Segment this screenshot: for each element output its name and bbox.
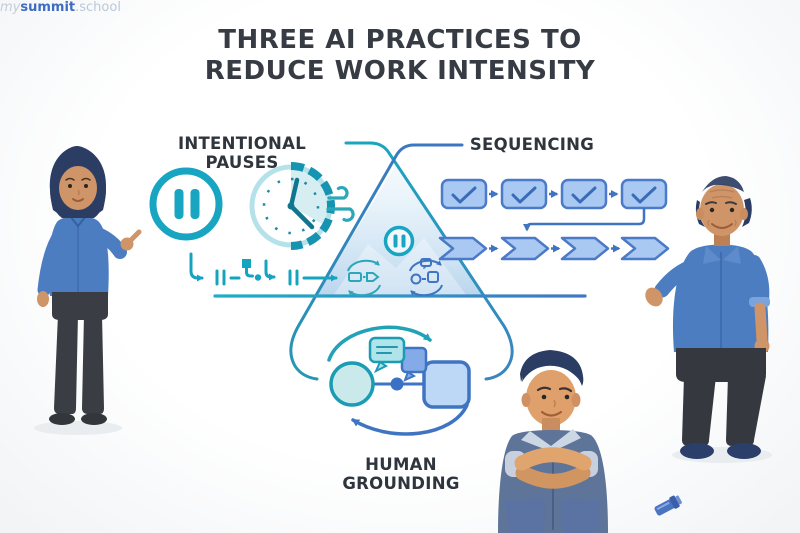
process-chevron (438, 236, 488, 261)
loop-arrow-top (327, 325, 432, 362)
label-sequencing: SEQUENCING (469, 135, 595, 154)
label-human-grounding: HUMAN GROUNDING (330, 455, 472, 493)
label-human-grounding-line1: HUMAN (365, 455, 437, 474)
human-ai-loop-diagram (327, 325, 471, 436)
link-dot (390, 377, 404, 391)
telescope-icon (654, 495, 683, 516)
character-man-presenting (645, 176, 772, 463)
checkbox-task (620, 178, 668, 210)
process-chevron (560, 236, 610, 261)
paused-timeline-icon (189, 252, 338, 286)
human-review-loop-icon (409, 258, 443, 297)
clock-icon (249, 162, 335, 250)
flow-connector-elbow (523, 208, 646, 232)
wind-breeze-icon (326, 185, 355, 222)
title-line-2: REDUCE WORK INTENSITY (204, 56, 596, 86)
process-chevron (620, 236, 670, 261)
watermark-suffix: .school (75, 0, 121, 15)
ai-square (422, 360, 471, 409)
title-line-1: THREE AI PRACTICES TO (218, 25, 582, 55)
checkbox-task (560, 178, 608, 210)
triangle-pause-icon (383, 225, 415, 257)
label-intentional-pauses: INTENTIONAL PAUSES (177, 134, 307, 172)
checkbox-task (440, 178, 488, 210)
page-title: THREE AI PRACTICES TO REDUCE WORK INTENS… (0, 25, 800, 87)
character-man-arms-crossed (498, 350, 608, 533)
pause-circle-icon (149, 167, 223, 241)
speech-bubbles-icon (368, 336, 428, 382)
human-circle (329, 361, 375, 407)
label-human-grounding-line2: GROUNDING (342, 474, 460, 493)
intentional-pauses-connector-line (344, 141, 514, 381)
watermark-prefix: my (0, 0, 21, 15)
process-chevron (500, 236, 550, 261)
character-woman-pointing (34, 146, 142, 435)
checkbox-task-row (440, 178, 668, 210)
checkbox-task (500, 178, 548, 210)
loop-arrow-bottom (351, 403, 469, 436)
sequencing-connector-line (289, 143, 464, 381)
watermark-brand: summit (20, 0, 76, 15)
automation-loop-icon (347, 259, 381, 297)
chevron-process-row (438, 236, 670, 261)
